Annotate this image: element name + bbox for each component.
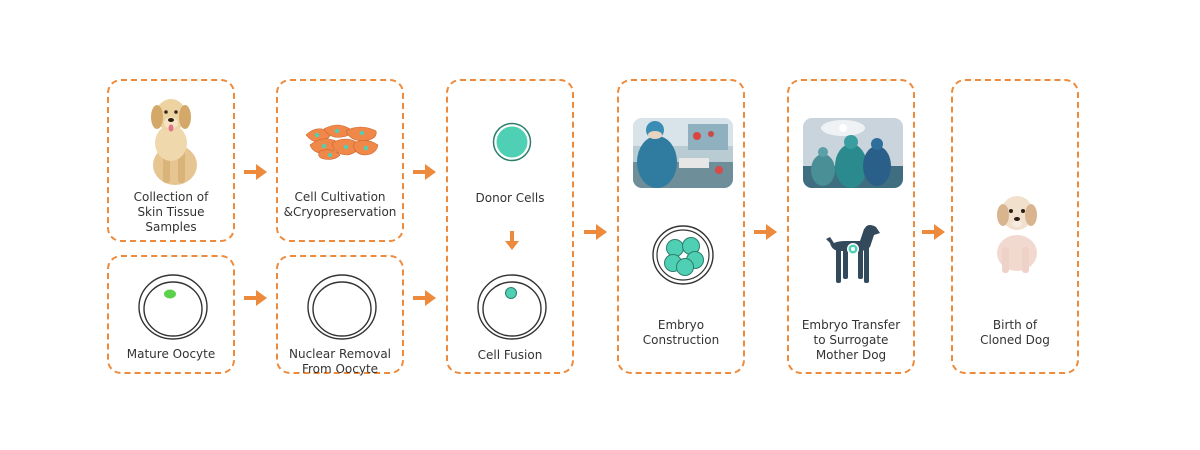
step-embryo-construction-box: Embryo Construction [617, 79, 745, 374]
arrow-right-icon [244, 164, 267, 180]
step-nuclear-removal-box: Nuclear Removal From Oocyte [276, 255, 404, 376]
step-mature-oocyte-box: Mature Oocyte [107, 255, 235, 374]
pregnant-dog-icon [826, 225, 880, 283]
step-cultivation-label: Cell Cultivation &Cryopreservation [283, 190, 397, 219]
step-collection-label: Collection of Skin Tissue Samples [133, 190, 209, 234]
down-arrow-icon [505, 231, 519, 250]
step-embryo-transfer-label: Embryo Transfer to Surrogate Mother Dog [801, 318, 901, 362]
step-nuclear-removal-label: Nuclear Removal From Oocyte [289, 347, 391, 376]
arrow-right-icon [584, 224, 607, 240]
step-embryo-construction-label: Embryo Construction [642, 318, 720, 347]
step-birth-box: Birth of Cloned Dog [951, 79, 1079, 374]
donor-cell-icon [492, 122, 532, 162]
golden-retriever-photo [151, 99, 197, 185]
step-donor-label: Donor Cells [475, 191, 545, 205]
fused-cell-icon [477, 274, 547, 340]
enucleated-oocyte-icon [307, 274, 377, 340]
step-fusion-label: Cell Fusion [477, 348, 543, 362]
oocyte-icon [138, 274, 208, 340]
step-mature-oocyte-label: Mature Oocyte [126, 347, 216, 361]
step-birth-label: Birth of Cloned Dog [980, 318, 1050, 347]
arrow-right-icon [754, 224, 777, 240]
puppy-photo [997, 196, 1037, 273]
arrow-right-icon [244, 290, 267, 306]
step-cultivation-box: Cell Cultivation &Cryopreservation [276, 79, 404, 242]
laboratory-photo [633, 118, 733, 188]
step-embryo-transfer-box: Embryo Transfer to Surrogate Mother Dog [787, 79, 915, 374]
step-donor-fusion-box: Donor Cells Cell Fusion [446, 79, 574, 374]
step-collection-box: Collection of Skin Tissue Samples [107, 79, 235, 242]
arrow-right-icon [413, 290, 436, 306]
embryo-icon [652, 225, 714, 285]
arrow-right-icon [922, 224, 945, 240]
cultured-cells-icon [305, 124, 379, 160]
surgery-photo [803, 118, 903, 188]
arrow-right-icon [413, 164, 436, 180]
